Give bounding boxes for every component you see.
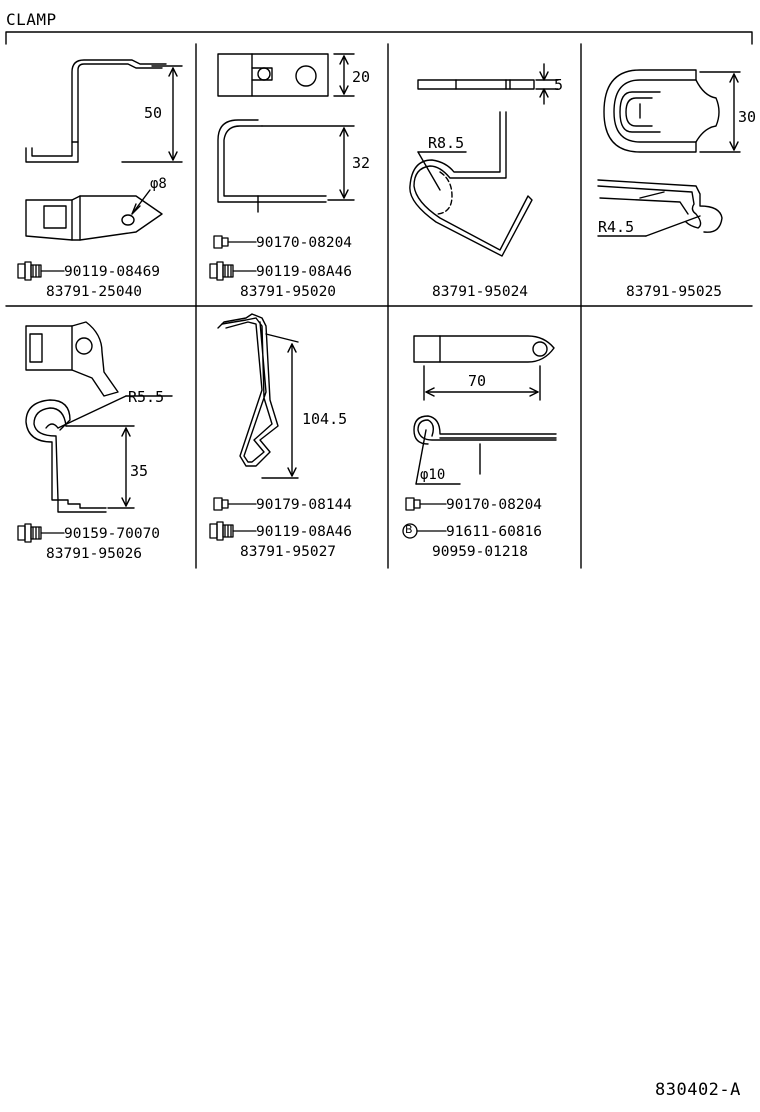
- dim-height: 32: [352, 154, 371, 172]
- fastener-number: 90119-08A46: [256, 524, 353, 540]
- dim-diameter: φ10: [420, 467, 446, 483]
- fastener-number: 90170-08204: [256, 235, 353, 251]
- fastener-number: 90179-08144: [256, 497, 353, 513]
- bolt-icon: [213, 235, 229, 249]
- fastener-number: 90119-08469: [64, 264, 161, 280]
- bolt-icon: [213, 497, 229, 511]
- clamp-95025-drawing: [597, 69, 741, 237]
- dim-hole-diameter: φ8: [150, 176, 167, 192]
- grid-frame: [5, 31, 753, 569]
- dim-length: 70: [468, 372, 487, 390]
- part-number: 83791-25040: [46, 284, 143, 300]
- part-number: 83791-95026: [46, 546, 143, 562]
- part-number: 90959-01218: [432, 544, 529, 560]
- bolt-washer-icon: [17, 523, 42, 543]
- part-number: 83791-95025: [626, 284, 723, 300]
- fastener-symbols: [17, 235, 447, 543]
- bolt-washer-icon: [209, 261, 234, 281]
- fastener-number: 90170-08204: [446, 497, 543, 513]
- bolt-washer-icon: [209, 521, 234, 541]
- dim-radius: R8.5: [428, 134, 465, 152]
- b-circle-letter: B: [405, 523, 413, 536]
- bolt-washer-icon: [17, 261, 42, 281]
- dim-radius: R5.5: [128, 388, 165, 406]
- dim-radius: R4.5: [598, 218, 635, 236]
- clamp-95020-drawing: [217, 53, 355, 213]
- dim-height: 20: [352, 68, 371, 86]
- clamp-01218-drawing: [413, 335, 557, 485]
- fastener-number: 90159-70070: [64, 526, 161, 542]
- clamp-95027-drawing: [217, 313, 299, 479]
- part-number: 83791-95027: [240, 544, 337, 560]
- part-number: 83791-95020: [240, 284, 337, 300]
- dim-height: 35: [130, 462, 149, 480]
- diagram-title: CLAMP: [6, 10, 57, 29]
- dim-length: 104.5: [302, 410, 348, 428]
- fastener-number: 90119-08A46: [256, 264, 353, 280]
- bolt-icon: [405, 497, 421, 511]
- clamp-95026-drawing: [25, 321, 173, 513]
- dim-thickness: 5: [554, 76, 564, 94]
- clamp-25040-drawing: [25, 59, 183, 241]
- dim-height: 50: [144, 104, 163, 122]
- diagram-code: 830402-A: [655, 1080, 741, 1100]
- part-number: 83791-95024: [432, 284, 529, 300]
- fastener-number: 91611-60816: [446, 524, 543, 540]
- dim-height: 30: [738, 108, 757, 126]
- clamp-95024-drawing: [409, 63, 559, 257]
